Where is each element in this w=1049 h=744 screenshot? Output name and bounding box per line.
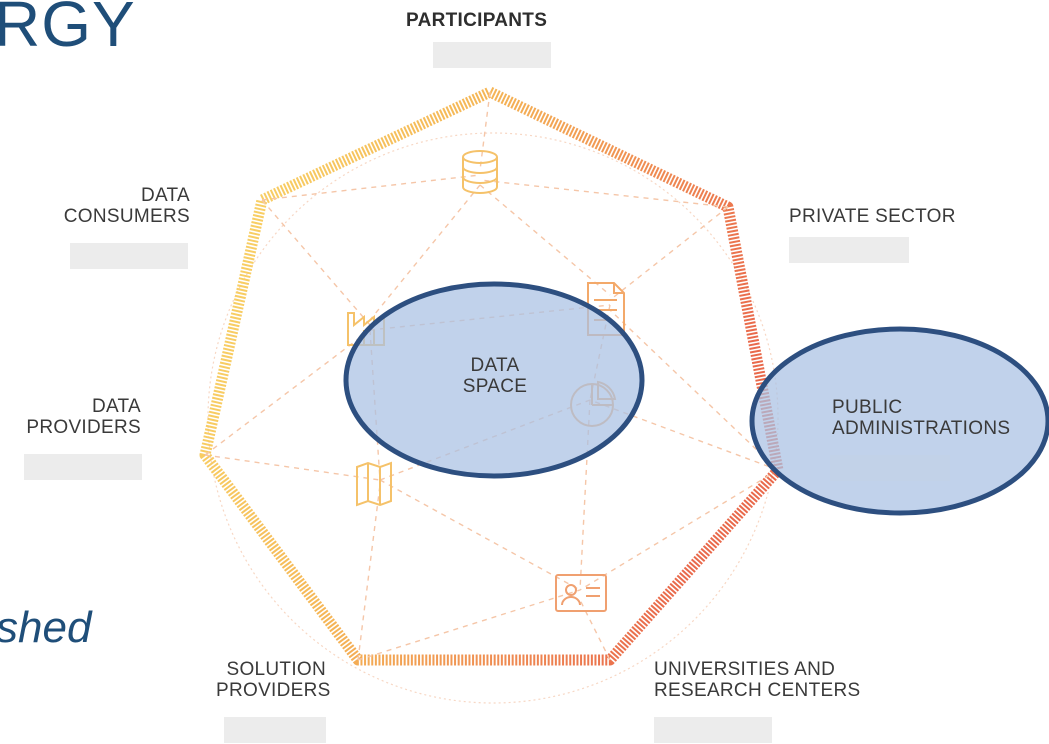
universities-placeholder (654, 717, 772, 743)
participants-label: PARTICIPANTS (406, 10, 548, 31)
data-space-line2: SPACE (462, 376, 528, 397)
private-sector-placeholder (789, 237, 909, 263)
data-providers-placeholder (24, 454, 142, 480)
public-administrations-line1: PUBLIC (832, 397, 903, 418)
solution-providers-line1: SOLUTION (226, 659, 326, 680)
universities-line2: RESEARCH CENTERS (654, 680, 861, 701)
data-space-highlight (343, 281, 645, 479)
universities-line1: UNIVERSITIES AND (654, 659, 836, 680)
universities-label: UNIVERSITIES AND RESEARCH CENTERS (654, 659, 860, 701)
public-admin-highlight (749, 326, 1049, 516)
private-sector-label: PRIVATE SECTOR (789, 206, 956, 227)
data-providers-line1: DATA (91, 396, 141, 417)
data-consumers-line2: CONSUMERS (63, 206, 190, 227)
id-card-icon (555, 574, 607, 612)
slide-title-fragment: RGY (0, 0, 136, 60)
public-administrations-placeholder (830, 455, 950, 481)
data-consumers-line1: DATA (140, 185, 190, 206)
solution-providers-line2: PROVIDERS (216, 680, 331, 701)
map-icon (356, 461, 392, 507)
participants-placeholder (433, 42, 551, 68)
data-consumers-placeholder (70, 243, 188, 269)
public-administrations-line2: ADMINISTRATIONS (832, 418, 1011, 439)
data-consumers-label: DATA CONSUMERS (40, 185, 190, 227)
database-icon (462, 150, 498, 194)
public-administrations-label: PUBLIC ADMINISTRATIONS (832, 397, 1010, 439)
solution-providers-label: SOLUTION PROVIDERS (216, 659, 331, 701)
solution-providers-placeholder (224, 717, 326, 743)
data-providers-line2: PROVIDERS (26, 417, 141, 438)
data-space-line1: DATA (470, 355, 520, 376)
data-providers-label: DATA PROVIDERS (0, 396, 141, 438)
slide-subtitle-fragment: shed (0, 603, 92, 652)
heptagon-ring (199, 86, 784, 666)
data-space-label: DATA SPACE (420, 355, 570, 397)
